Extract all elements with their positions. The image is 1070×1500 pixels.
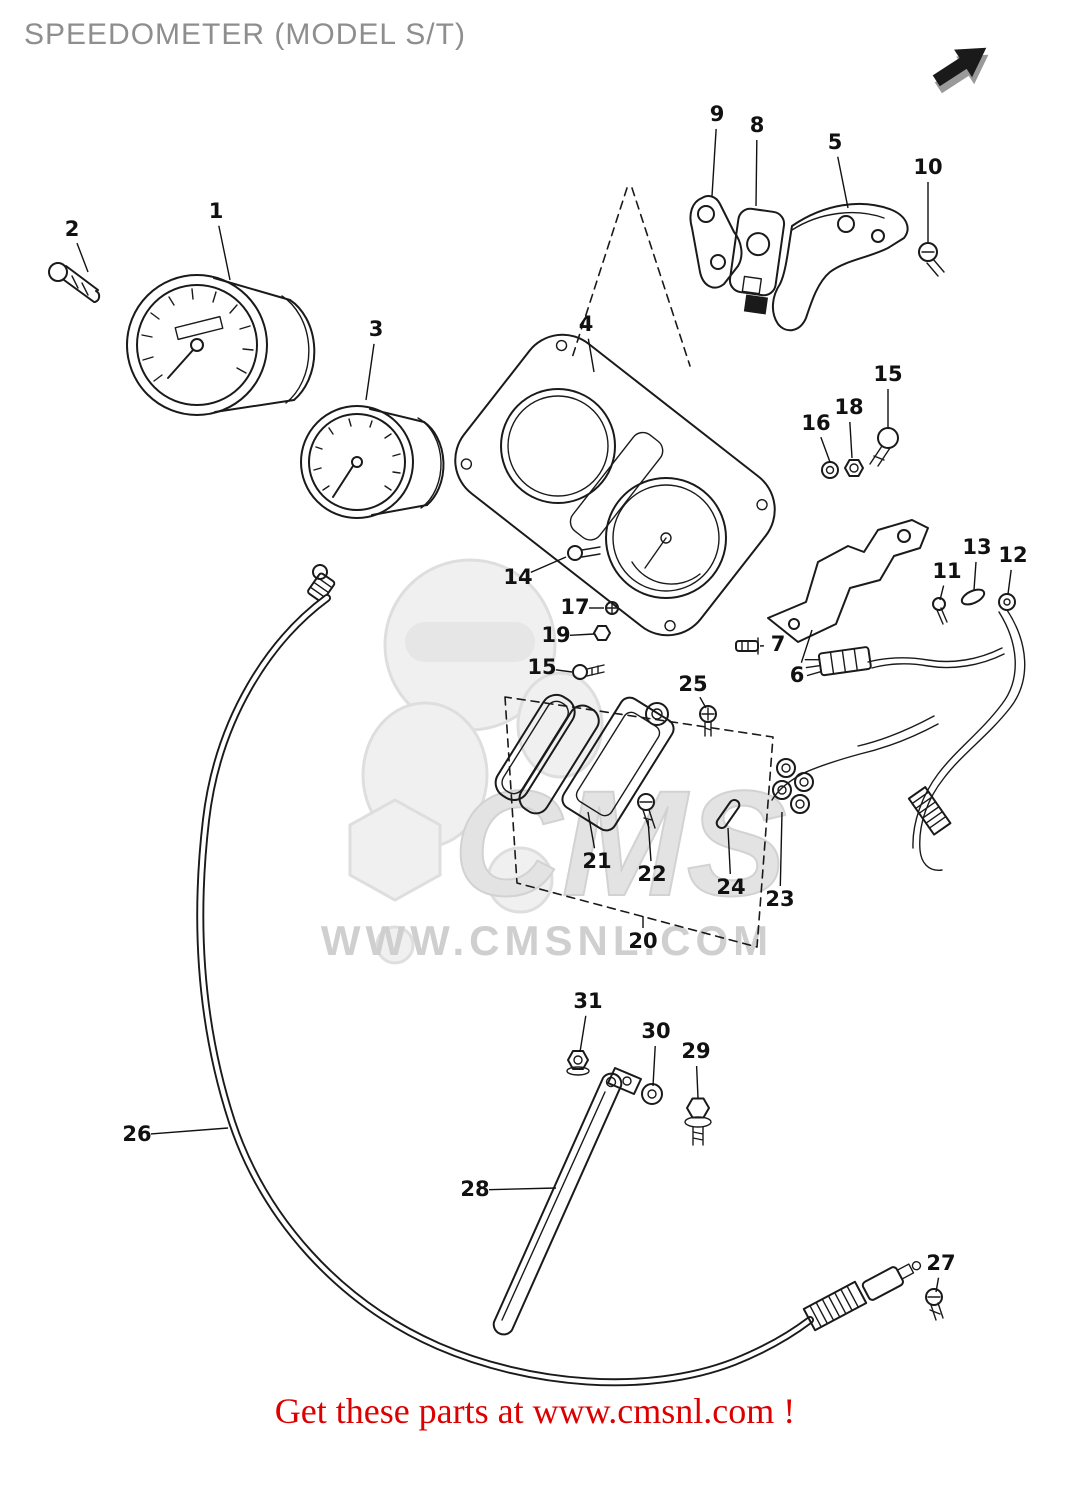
callout-leader-16 (820, 436, 831, 463)
callout-leader-4 (587, 338, 595, 373)
callout-30: 30 (641, 1019, 670, 1043)
panel-fasteners (567, 545, 619, 680)
callout-8: 8 (750, 113, 765, 137)
callout-3: 3 (369, 317, 384, 341)
upper-bracket-assembly (689, 195, 945, 332)
callout-27: 27 (926, 1251, 955, 1275)
callout-leader-8 (755, 139, 758, 207)
callout-leader-21 (587, 811, 596, 849)
page-title: SPEEDOMETER (MODEL S/T) (24, 18, 466, 51)
callout-leader-15 (555, 669, 573, 673)
callout-16: 16 (801, 411, 830, 435)
cable-end (802, 1260, 944, 1332)
callout-13: 13 (962, 535, 991, 559)
callout-10: 10 (913, 155, 942, 179)
callout-leader-22 (647, 819, 652, 862)
callout-24: 24 (716, 875, 745, 899)
watermark: CMS WWW.CMSNL.COM (321, 558, 788, 965)
callout-4: 4 (579, 312, 594, 336)
callout-leader-29 (695, 1065, 699, 1099)
meter-bracket (767, 519, 929, 643)
watermark-logo-text: CMS (453, 759, 786, 927)
cushion-parts (494, 693, 741, 832)
callout-leader-25 (699, 696, 707, 709)
callout-leader-3 (365, 343, 375, 401)
callout-28: 28 (460, 1177, 489, 1201)
callout-leader-14 (530, 556, 567, 574)
callout-leader-11 (939, 585, 945, 601)
callout-leader-19 (569, 633, 595, 636)
callout-22: 22 (637, 862, 666, 886)
callout-14: 14 (503, 565, 532, 589)
callout-17: 17 (560, 595, 589, 619)
callout-leader-27 (935, 1277, 940, 1293)
callout-21: 21 (582, 849, 611, 873)
callout-leader-31 (579, 1015, 587, 1053)
callout-leader-2 (76, 242, 89, 273)
callout-leader-12 (1007, 569, 1012, 595)
callout-leader-9 (711, 128, 717, 197)
callout-25: 25 (678, 672, 707, 696)
callout-15: 15 (873, 362, 902, 386)
screw-part2 (48, 262, 101, 303)
callout-20: 20 (628, 929, 657, 953)
callout-leader-24 (727, 827, 732, 875)
callout-23: 23 (765, 887, 794, 911)
callout-leader-6 (800, 629, 813, 663)
footer-link[interactable]: Get these parts at www.cmsnl.com ! (274, 1391, 796, 1431)
meter-panel (454, 333, 776, 637)
wiring-harness (771, 588, 1026, 871)
callout-leader-5 (837, 156, 849, 209)
callout-leader-13 (973, 561, 977, 591)
callout-31: 31 (573, 989, 602, 1013)
callout-leader-28 (488, 1187, 557, 1191)
construction-lines (504, 187, 774, 948)
callout-18: 18 (834, 395, 863, 419)
nav-arrow-icon[interactable] (926, 34, 1000, 101)
callout-leader-18 (849, 421, 853, 459)
callout-1: 1 (209, 199, 224, 223)
callout-29: 29 (681, 1039, 710, 1063)
tachometer-gauge (300, 405, 445, 519)
speedometer-cable (196, 564, 814, 1387)
right-fasteners (821, 427, 899, 479)
screw-part25 (699, 705, 717, 737)
callout-15: 15 (527, 655, 556, 679)
callout-leader-26 (150, 1127, 229, 1135)
callout-leader-23 (779, 811, 783, 887)
watermark-url-text: WWW.CMSNL.COM (321, 917, 773, 964)
meter-stay (492, 1050, 712, 1336)
callout-7: 7 (771, 632, 786, 656)
callout-9: 9 (710, 102, 725, 126)
speedometer-gauge (126, 274, 316, 416)
callout-26: 26 (122, 1122, 151, 1146)
callout-5: 5 (828, 130, 843, 154)
callout-leader-1 (218, 225, 231, 281)
callout-12: 12 (998, 543, 1027, 567)
bolt-part7 (735, 637, 759, 655)
callout-6: 6 (790, 663, 805, 687)
callout-2: 2 (65, 217, 80, 241)
callout-19: 19 (541, 623, 570, 647)
callout-leader-30 (652, 1045, 656, 1087)
callout-11: 11 (932, 559, 961, 583)
